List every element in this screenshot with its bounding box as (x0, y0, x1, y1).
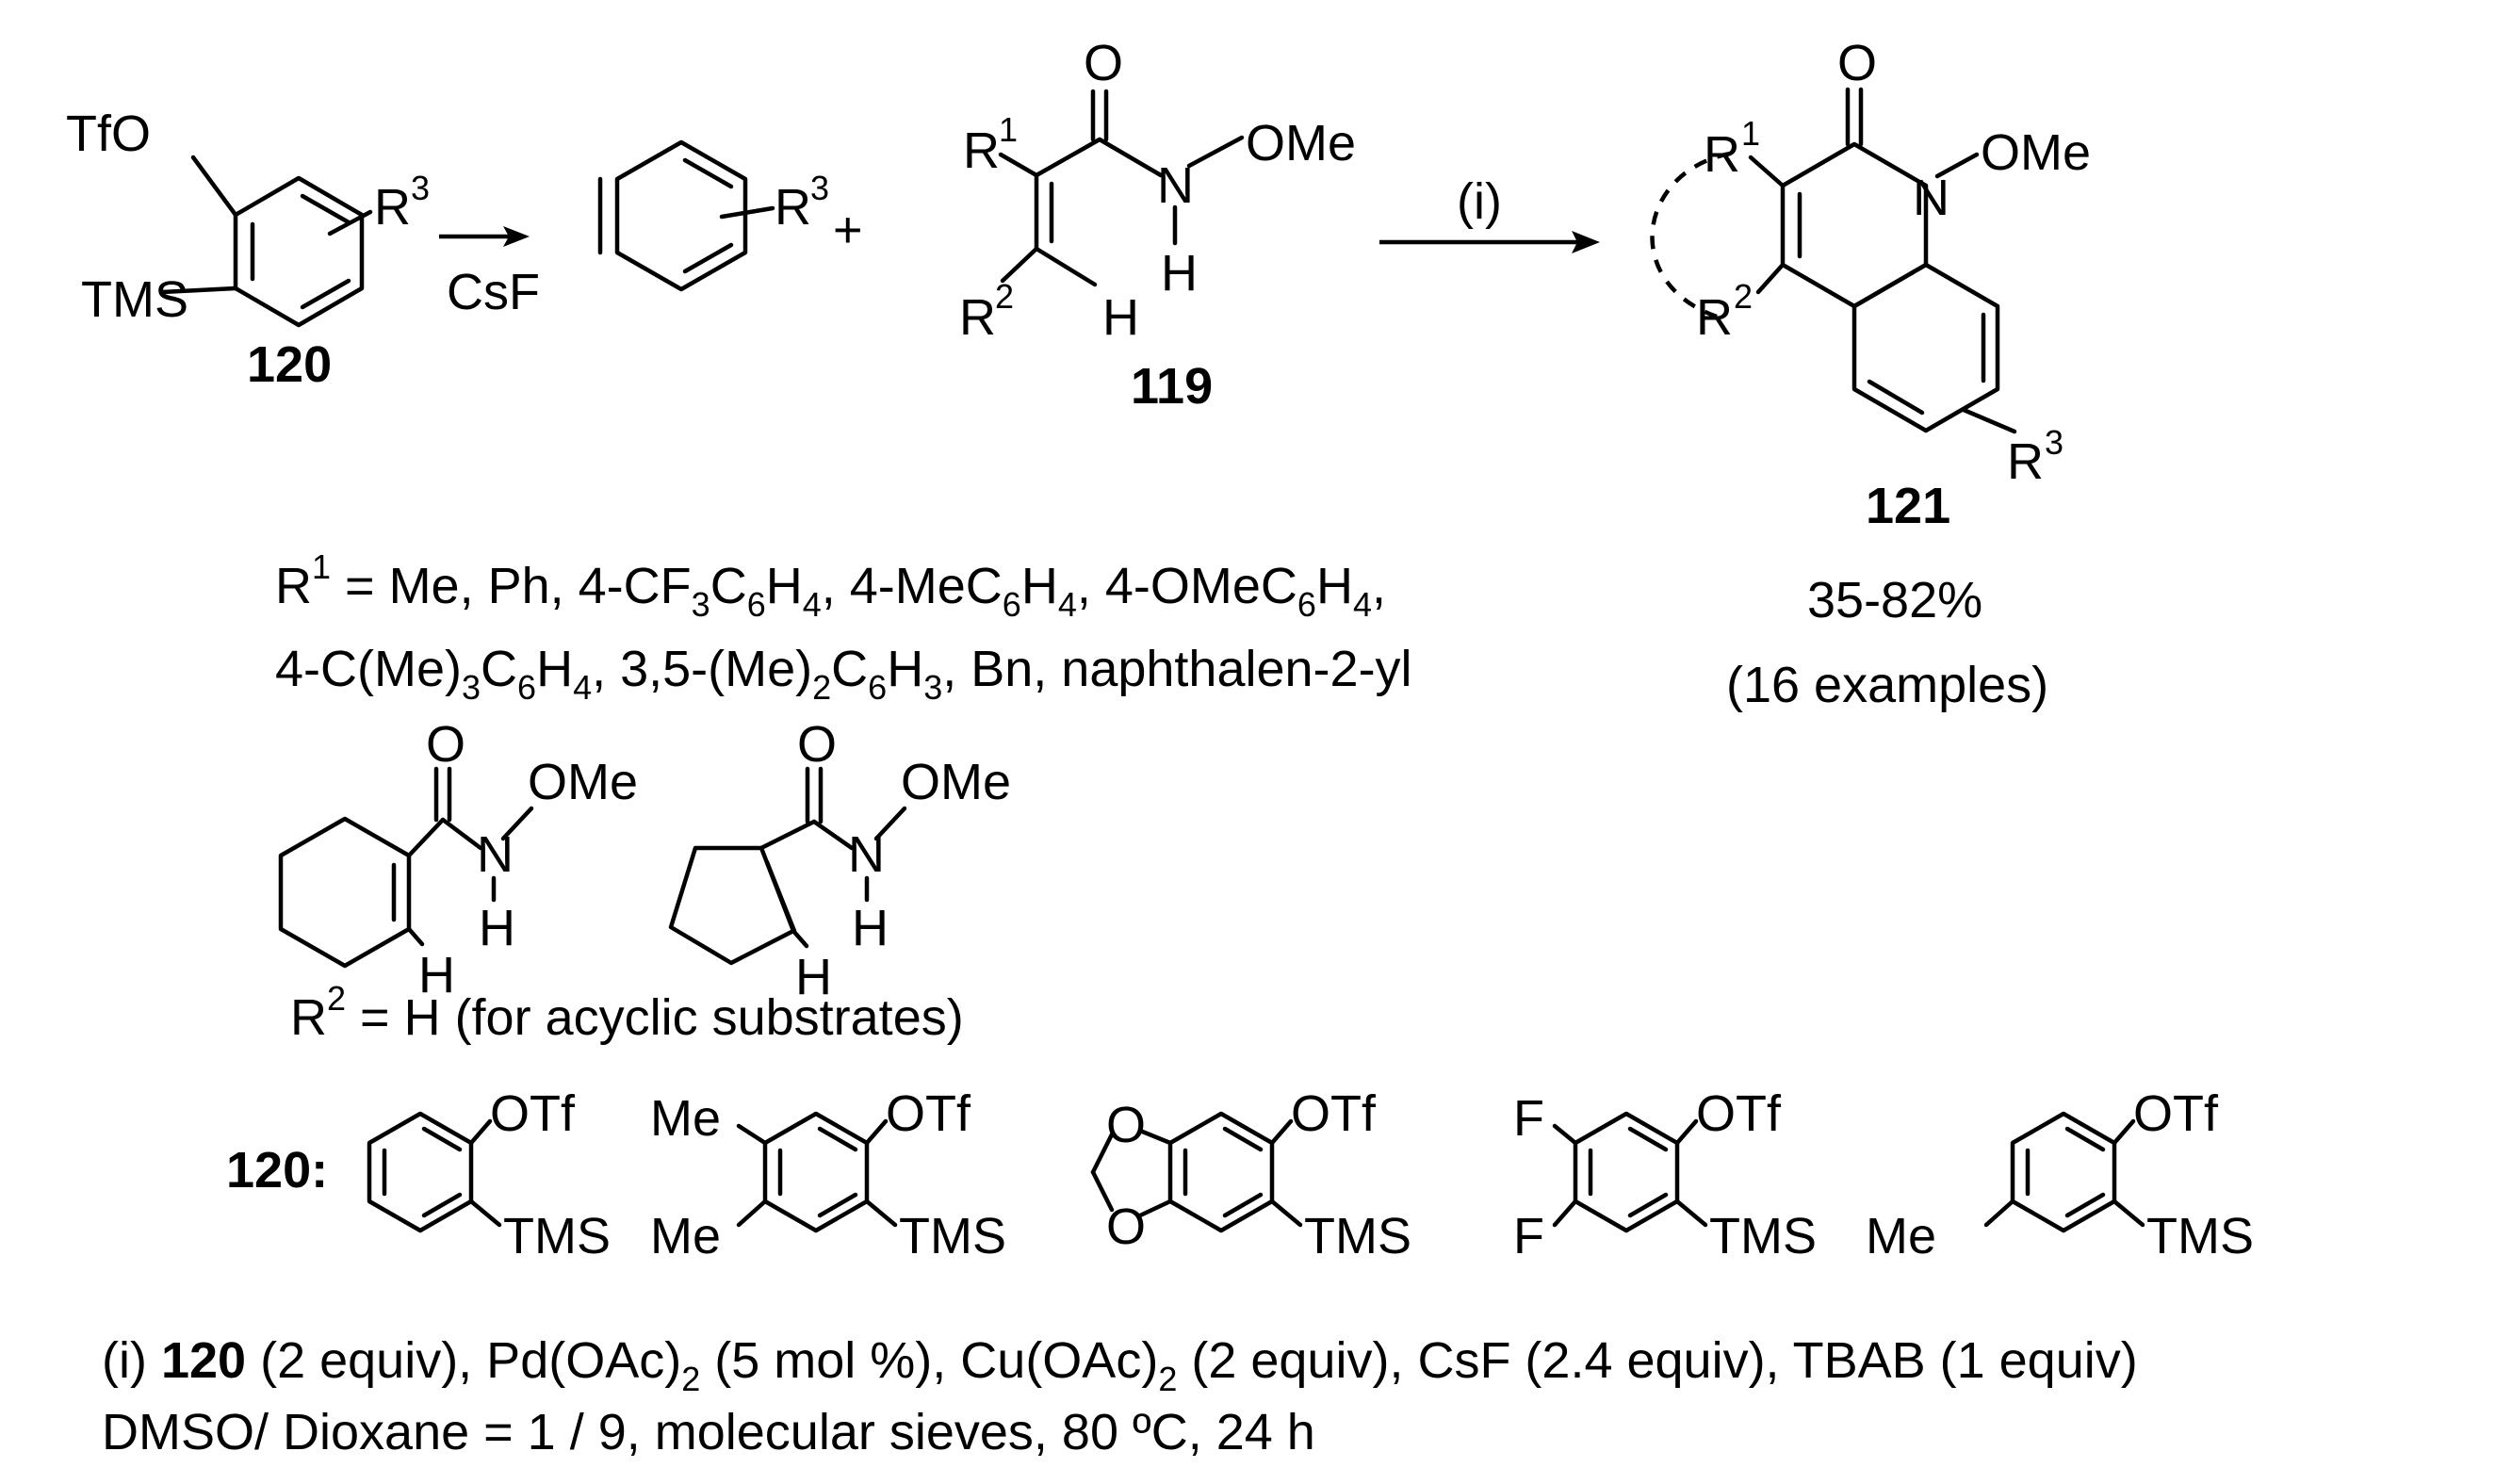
cyclopentene-carbonyl-o: O (797, 716, 837, 773)
r1-substituent-list: R1 = Me, Ph, 4-CF3C6H4, 4-MeC6H4, 4-OMeC… (275, 547, 1412, 707)
r1-line-1: R1 = Me, Ph, 4-CF3C6H4, 4-MeC6H4, 4-OMeC… (275, 547, 1386, 624)
aryne-r3-superscript: 3 (810, 169, 829, 207)
variant-4-tms: TMS (1709, 1208, 1817, 1264)
amide-nh: H (1161, 245, 1198, 302)
yield-range: 35-82% (1807, 572, 1982, 628)
r3-superscript: 3 (411, 169, 430, 207)
variant-3-o-top: O (1106, 1097, 1146, 1153)
variant-3-otf: OTf (1291, 1085, 1377, 1142)
variant-2-me-top: Me (650, 1090, 721, 1147)
precursor-difluoro: F F OTf TMS (1513, 1085, 1817, 1264)
compound-119: O N OMe H R 1 R 2 H 119 (959, 35, 1356, 415)
precursor-dimethyl: Me Me OTf TMS (650, 1085, 1006, 1264)
r1-line-2: 4-C(Me)3C6H4, 3,5-(Me)2C6H3, Bn, naphtha… (275, 641, 1412, 707)
variant-4-f-top: F (1513, 1090, 1544, 1147)
variant-2-tms: TMS (899, 1208, 1006, 1264)
product-n: N (1913, 170, 1949, 226)
compound-120: TfO TMS R 3 120 (66, 106, 430, 393)
variant-4-otf: OTf (1696, 1085, 1782, 1142)
variant-2-otf: OTf (886, 1085, 971, 1142)
precursor-list-label: 120: (226, 1142, 328, 1199)
compound-121: O N OMe R 1 R 2 R 3 121 35-82% (16 examp… (1650, 35, 2091, 713)
carbonyl-o: O (1084, 35, 1123, 91)
csf-label: CsF (447, 264, 540, 320)
variant-1-otf: OTf (490, 1085, 576, 1142)
conditions-line-2: DMSO/ Dioxane = 1 / 9, molecular sieves,… (102, 1404, 1315, 1460)
precursor-methyl: Me OTf TMS (1866, 1085, 2254, 1264)
product-ome: OMe (1981, 124, 2091, 181)
variant-4-f-bottom: F (1513, 1208, 1544, 1264)
product-r2-superscript: 2 (1734, 277, 1753, 316)
product-r1-label: R (1704, 126, 1740, 183)
amide-ome: OMe (1246, 115, 1356, 171)
compound-119-label: 119 (1131, 358, 1213, 415)
aryne-precursor-variants: 120: OTf TMS Me Me OTf TMS (226, 1085, 2254, 1264)
precursor-methylenedioxy: O O OTf TMS (1090, 1085, 1411, 1264)
precursor-unsubstituted: OTf TMS (367, 1085, 611, 1264)
product-r3-superscript: 3 (2045, 423, 2063, 462)
r1-superscript: 1 (999, 110, 1018, 149)
product-r3-label: R (2007, 433, 2044, 490)
cyclopentene-substrate: O N OMe H H (668, 716, 1011, 1005)
tfo-label: TfO (66, 106, 151, 162)
condition-i-label: (i) (1457, 173, 1502, 230)
cyclohexene-nh: H (479, 900, 515, 956)
variant-5-otf: OTf (2133, 1085, 2219, 1142)
cyclohexene-vinyl-h: H (418, 947, 455, 1003)
r2-label: R (959, 289, 996, 346)
variant-2-me-bottom: Me (650, 1208, 721, 1264)
variant-5-tms: TMS (2146, 1208, 2254, 1264)
variant-1-tms: TMS (503, 1208, 611, 1264)
tms-label: TMS (81, 271, 188, 328)
cyclohexene-ome: OMe (528, 754, 638, 810)
cyclopentene-n: N (848, 826, 885, 883)
vinyl-h: H (1102, 289, 1139, 346)
reaction-arrow: (i) (1379, 173, 1600, 253)
r3-label: R (374, 179, 411, 236)
cyclohexene-carbonyl-o: O (426, 716, 465, 773)
aryne-r3-label: R (775, 179, 811, 236)
variant-5-me: Me (1866, 1208, 1936, 1264)
amide-n: N (1157, 157, 1194, 214)
cyclopentene-nh: H (852, 900, 889, 956)
cyclohexene-n: N (477, 826, 514, 883)
cyclohexene-substrate: O N OMe H H (278, 716, 638, 1003)
plus-sign: + (833, 202, 863, 258)
reaction-conditions: (i) 120 (2 equiv), Pd(OAc)2 (5 mol %), C… (102, 1332, 2138, 1460)
compound-120-label: 120 (247, 336, 332, 393)
cyclopentene-ome: OMe (901, 754, 1011, 810)
r2-definition: R2 = H (for acyclic substrates) (290, 979, 964, 1046)
product-r1-superscript: 1 (1741, 114, 1760, 153)
r1-label: R (963, 122, 1000, 179)
aryne-intermediate: R 3 + (597, 139, 863, 292)
variant-3-o-bottom: O (1106, 1199, 1146, 1255)
r2-superscript: 2 (995, 277, 1014, 316)
example-count: (16 examples) (1726, 657, 2048, 713)
compound-121-label: 121 (1866, 478, 1950, 534)
variant-3-tms: TMS (1304, 1208, 1411, 1264)
product-carbonyl-o: O (1837, 35, 1877, 91)
conditions-line-1: (i) 120 (2 equiv), Pd(OAc)2 (5 mol %), C… (102, 1332, 2138, 1398)
cyclopentene-vinyl-h: H (795, 949, 832, 1005)
aryne-generation-arrow: CsF (439, 226, 540, 320)
product-r2-label: R (1696, 289, 1733, 346)
